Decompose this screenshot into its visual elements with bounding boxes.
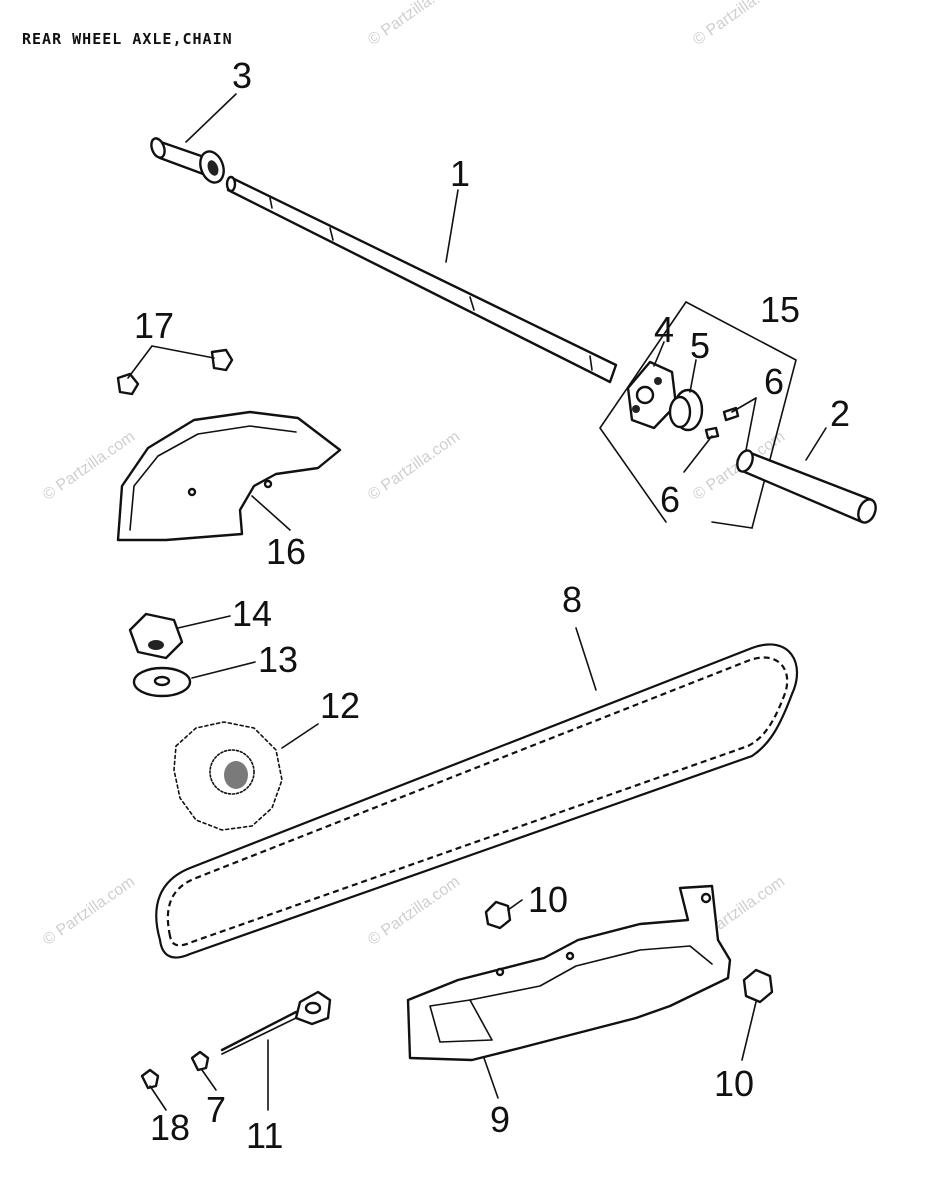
part-16-sprocket-guard	[116, 410, 342, 542]
callout-12: 12	[320, 685, 360, 726]
callout-6a: 6	[764, 361, 784, 402]
callout-11: 11	[246, 1115, 283, 1156]
part-10-nuts	[484, 900, 774, 1004]
callout-7: 7	[206, 1089, 226, 1130]
part-7-nut	[190, 1050, 210, 1072]
callout-10b: 10	[714, 1063, 754, 1104]
diagram-title: REAR WHEEL AXLE,CHAIN	[22, 30, 233, 48]
callout-13: 13	[258, 639, 298, 680]
part-15-hub-assembly	[599, 301, 797, 529]
part-17-nuts	[116, 348, 234, 396]
part-12-sprocket	[173, 721, 283, 831]
part-9-chain-guard	[406, 884, 732, 1062]
callout-3: 3	[232, 55, 252, 96]
part-14-nut	[128, 612, 184, 660]
callout-10a: 10	[528, 879, 568, 920]
callout-8: 8	[562, 579, 582, 620]
callout-6b: 6	[660, 479, 680, 520]
callout-18: 18	[150, 1107, 190, 1148]
callout-4: 4	[654, 309, 674, 350]
part-8-chain	[155, 643, 799, 959]
part-13-washer	[132, 666, 192, 698]
callout-2: 2	[830, 393, 850, 434]
callout-17: 17	[134, 305, 174, 346]
leader-lines	[127, 93, 827, 1111]
callout-14: 14	[232, 593, 272, 634]
callout-16: 16	[266, 531, 306, 572]
callout-15: 15	[760, 289, 800, 330]
callout-9: 9	[490, 1099, 510, 1140]
part-1-axle-shaft	[225, 175, 618, 384]
part-11-adjuster-bolt	[220, 990, 332, 1055]
callout-1: 1	[450, 153, 470, 194]
callout-5: 5	[690, 325, 710, 366]
part-3-collar	[150, 137, 225, 184]
part-2-shaft	[736, 449, 877, 524]
part-18-nut	[140, 1068, 160, 1090]
